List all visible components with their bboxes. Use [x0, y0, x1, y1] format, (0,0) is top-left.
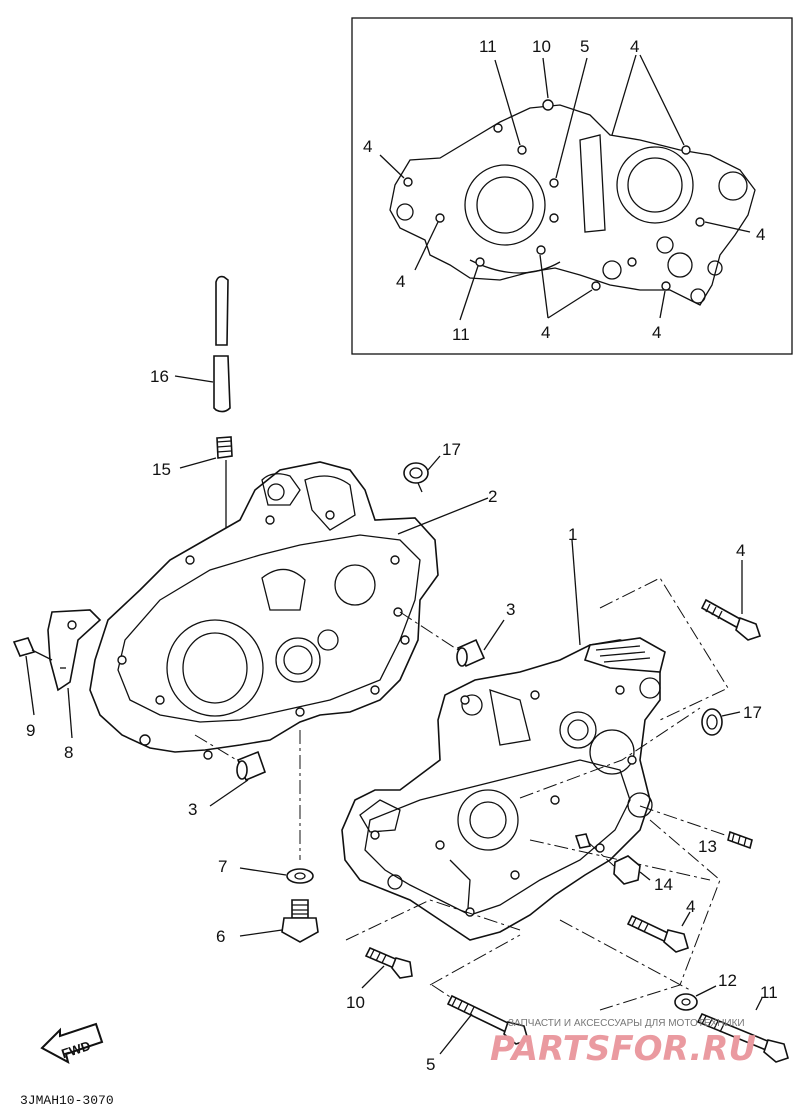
drain-bolt-part: [239, 899, 319, 943]
callout-17-right: 17: [743, 703, 762, 722]
callout-inset-11-bottom: 11: [452, 325, 470, 344]
callout-11: 11: [760, 983, 778, 1002]
callout-inset-4-left-top: 4: [363, 137, 372, 156]
callout-4-bolt-mid: 4: [686, 897, 695, 916]
right-crankcase-part: [341, 539, 666, 941]
callout-4-bolt-top: 4: [736, 541, 745, 560]
callout-1: 1: [568, 525, 577, 544]
dowel-collar-right: [399, 611, 505, 668]
crankcase-bolt-top: [700, 560, 762, 641]
dowel-pin-part: [174, 275, 231, 413]
callout-inset-4-top: 4: [630, 37, 639, 56]
callout-3-right: 3: [506, 600, 515, 619]
callout-3-left: 3: [188, 800, 197, 819]
callout-14: 14: [654, 875, 673, 894]
callout-inset-4-right: 4: [756, 225, 765, 244]
watermark-brand: PARTSFOR.RU: [490, 1029, 756, 1069]
callout-inset-11-top: 11: [479, 37, 497, 56]
oil-seal-right: [701, 708, 741, 736]
callout-inset-4-bottom-right: 4: [652, 323, 661, 342]
callout-17-top: 17: [442, 440, 461, 459]
callout-15: 15: [152, 460, 171, 479]
oil-seal-part: [403, 455, 441, 493]
left-crankcase-part: [89, 461, 489, 760]
dowel-collar-left: [194, 734, 267, 807]
callout-inset-5: 5: [580, 37, 589, 56]
nut-part: [574, 833, 651, 885]
pin-part: [639, 805, 753, 850]
inset-bolt-map: [351, 17, 793, 355]
callout-5: 5: [426, 1055, 435, 1074]
watermark-tagline: ЗАПЧАСТИ И АКСЕССУАРЫ ДЛЯ МОТОТЕХНИКИ: [508, 1018, 745, 1029]
small-bolt-part: [12, 637, 53, 716]
callout-inset-4-bottom-mid: 4: [541, 323, 550, 342]
short-bolt-part: [361, 946, 413, 989]
long-bolt-5-part: [439, 994, 529, 1055]
washer-12-part: [674, 985, 717, 1011]
callout-6: 6: [216, 927, 225, 946]
callout-8: 8: [64, 743, 73, 762]
inset-frame: [351, 17, 793, 355]
bracket-part: [47, 609, 102, 739]
callout-10: 10: [346, 993, 365, 1012]
long-bolt-11-part: [696, 997, 789, 1063]
fwd-arrow: FWD: [40, 1022, 104, 1064]
callout-inset-10: 10: [532, 37, 551, 56]
diagram-code: 3JMAH10-3070: [20, 1093, 114, 1108]
callout-12: 12: [718, 971, 737, 990]
callout-16: 16: [150, 367, 169, 386]
fwd-label: FWD: [60, 1038, 93, 1061]
crankcase-bolt-mid: [626, 911, 691, 953]
callout-inset-4-left-bottom: 4: [396, 272, 405, 291]
callout-2: 2: [488, 487, 497, 506]
washer-part: [239, 730, 314, 884]
callout-9: 9: [26, 721, 35, 740]
callout-13: 13: [698, 837, 717, 856]
callout-7: 7: [218, 857, 227, 876]
